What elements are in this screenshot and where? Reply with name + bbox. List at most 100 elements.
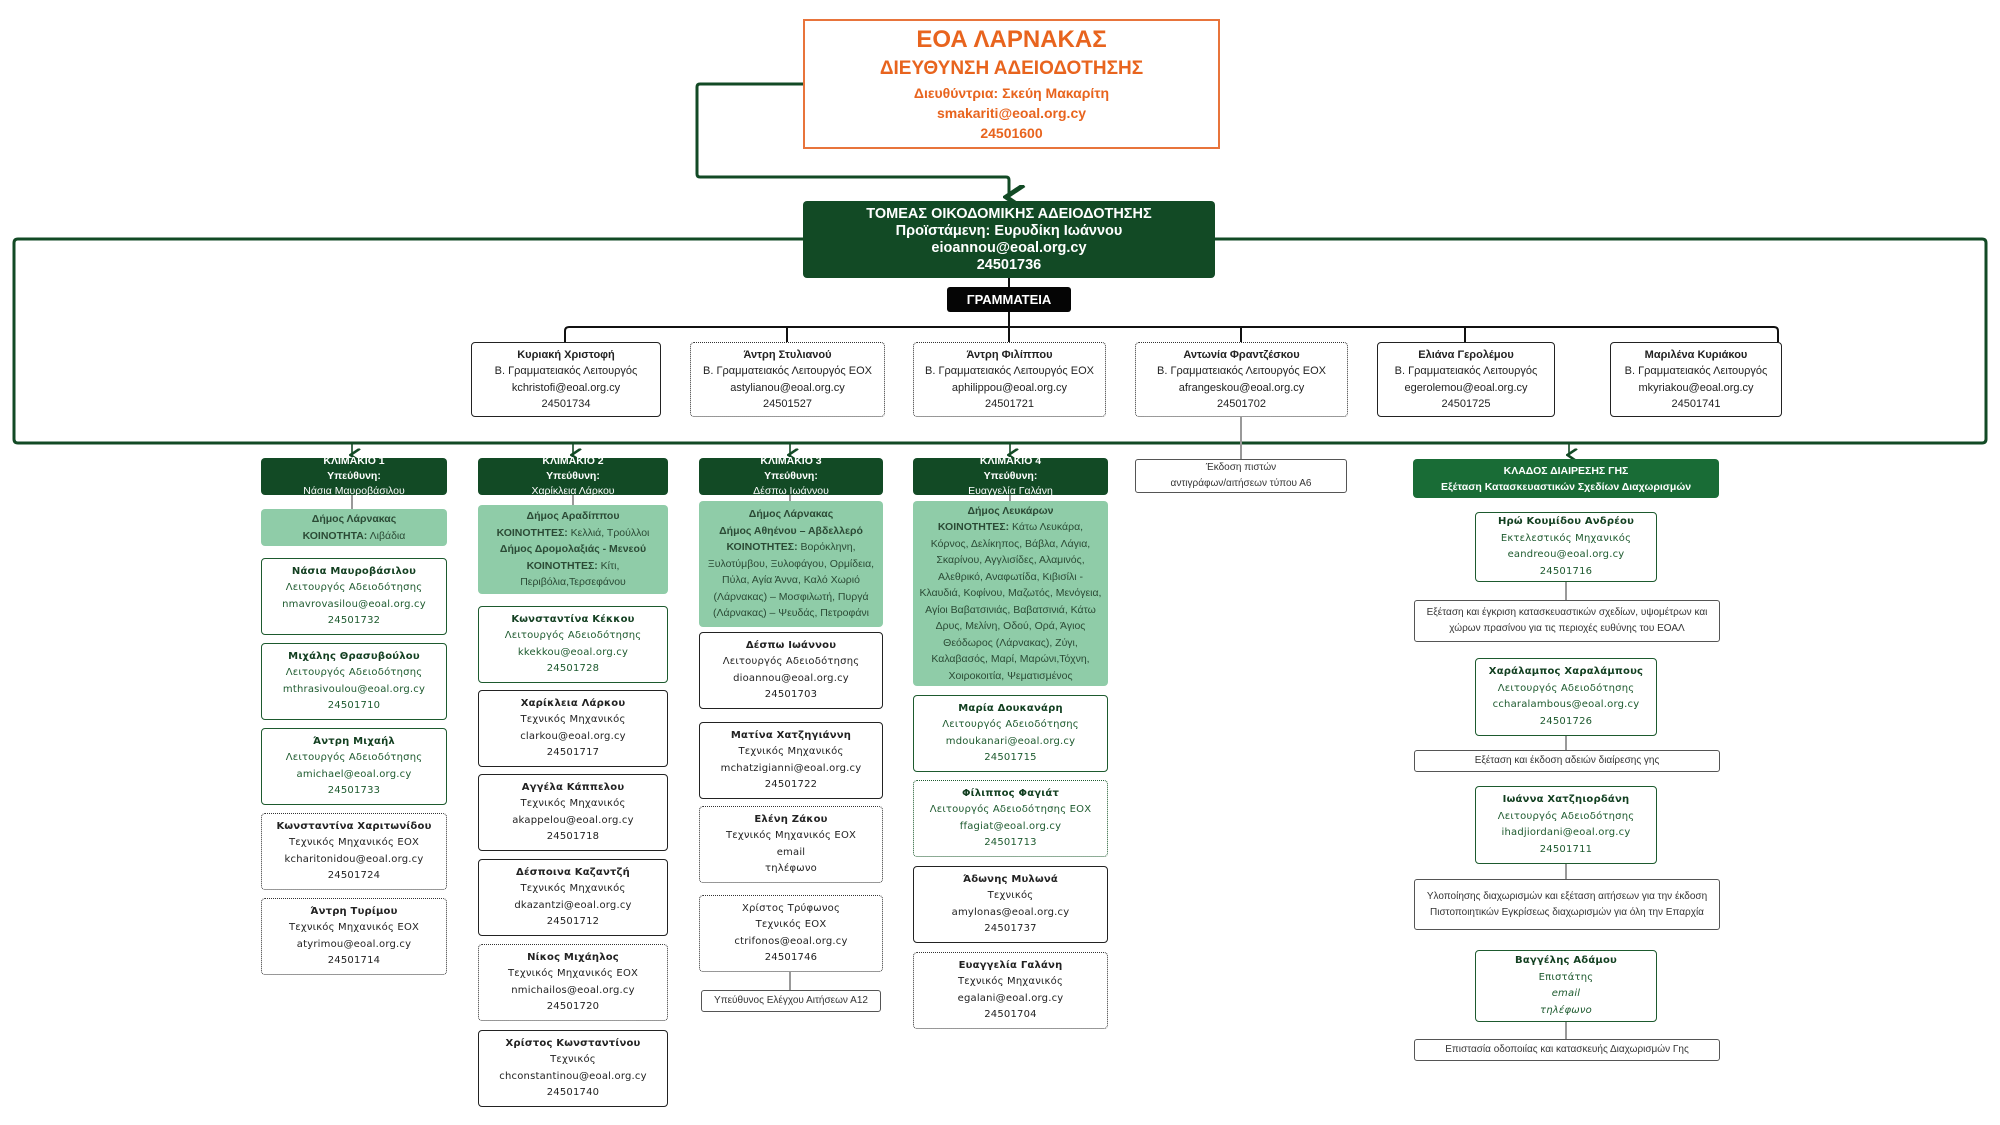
staff-email[interactable]: mthrasivoulou@eoal.org.cy xyxy=(282,683,426,695)
staff-name: Κωνσταντίνα Χαριτωνίδου xyxy=(276,820,432,832)
area-line: ΚΟΙΝΟΤΗΤΕΣ: Κίτι, xyxy=(527,558,620,575)
staff-phone: 24501733 xyxy=(327,785,381,796)
klimakio-responsible: Υπεύθυνη: Ευαγγελία Γαλάνη xyxy=(968,469,1053,499)
sector-email[interactable]: eioannou@eoal.org.cy xyxy=(931,239,1087,256)
staff-email[interactable]: mdoukanari@eoal.org.cy xyxy=(945,735,1076,747)
staff-phone: 24501724 xyxy=(327,870,381,881)
staff-email[interactable]: clarkou@eoal.org.cy xyxy=(520,730,626,742)
responsible-name: Νάσια Μαυροβάσιλου xyxy=(303,485,405,497)
area-line: Χοιροκοιτία, Ψεματισμένος xyxy=(948,668,1072,685)
staff-role: Λειτουργός Αδειοδότησης xyxy=(285,752,423,763)
staff-email[interactable]: kkekkou@eoal.org.cy xyxy=(517,646,629,658)
responsible-label: Υπεύθυνη: xyxy=(764,470,818,482)
director-email[interactable]: smakariti@eoal.org.cy xyxy=(936,105,1087,121)
staff-email[interactable]: astylianou@eoal.org.cy xyxy=(730,381,845,394)
secretariat-label: ΓΡΑΜΜΑΤΕΙΑ xyxy=(947,287,1071,312)
klimakio-title: ΚΛΙΜΑΚΙΟ 1 xyxy=(323,455,385,467)
area-line: Αγίοι Βαβατσινιάς, Βαβατσινιά, Κάτω xyxy=(925,602,1096,619)
staff-name: Ελιάνα Γερολέμου xyxy=(1418,348,1514,361)
staff-email[interactable]: dioannou@eoal.org.cy xyxy=(733,672,849,684)
staff-phone: 24501720 xyxy=(546,1001,600,1012)
staff-name: Χαρίκλεια Λάρκου xyxy=(520,697,626,709)
staff-name: Μαριλένα Κυριάκου xyxy=(1644,348,1748,361)
staff-email[interactable]: egerolemou@eoal.org.cy xyxy=(1404,381,1528,394)
staff-phone: 24501712 xyxy=(546,916,600,927)
staff-name: Μαρία Δουκανάρη xyxy=(958,702,1063,714)
duty-text: Επιστασία οδοποιίας και κατασκευής Διαχω… xyxy=(1445,1044,1689,1055)
staff-role: Τεχνικός Μηχανικός xyxy=(520,883,626,894)
klados-header: ΚΛΑΔΟΣ ΔΙΑΙΡΕΣΗΣ ΓΗΣ Εξέταση Κατασκευαστ… xyxy=(1413,459,1719,498)
staff-email[interactable]: amylonas@eoal.org.cy xyxy=(951,906,1070,918)
klimakio-title: ΚΛΙΜΑΚΙΟ 4 xyxy=(979,455,1042,467)
staff-email[interactable]: egalani@eoal.org.cy xyxy=(957,992,1064,1004)
directorate-box: ΕΟΑ ΛΑΡΝΑΚΑΣ ΔΙΕΥΘΥΝΣΗ ΑΔΕΙΟΔΟΤΗΣΗΣ Διευ… xyxy=(803,19,1220,149)
staff-email[interactable]: mchatzigianni@eoal.org.cy xyxy=(720,762,862,774)
staff-email[interactable]: akappelou@eoal.org.cy xyxy=(512,814,634,826)
area-line: Δήμος Αθηένου – Αβδελλερό xyxy=(719,523,863,540)
staff-email[interactable]: kchristofi@eoal.org.cy xyxy=(511,381,621,394)
area-line-bold: ΚΟΙΝΟΤΗΤΕΣ: xyxy=(937,521,1010,534)
sector-phone: 24501736 xyxy=(976,256,1042,273)
staff-role: Λειτουργός Αδειοδότησης ΕΟΧ xyxy=(929,804,1092,815)
area-line: Κλαυδιά, Κοφίνου, Μαζωτός, Μενόγεια, xyxy=(920,585,1102,602)
staff-email[interactable]: mkyriakou@eoal.org.cy xyxy=(1638,381,1754,394)
klados-duty-note: Υλοποίησης διαχωρισμών και εξέταση αιτήσ… xyxy=(1414,879,1720,930)
staff-role: Λειτουργός Αδειοδότησης xyxy=(1497,810,1635,822)
staff-email[interactable]: eandreou@eoal.org.cy xyxy=(1507,549,1625,560)
staff-phone: 24501711 xyxy=(1539,843,1593,855)
area-line-text: (Λάρνακας) – Μοσφιλωτή, Πυργά xyxy=(713,590,869,603)
area-line-text: Αγίοι Βαβατσινιάς, Βαβατσινιά, Κάτω xyxy=(925,603,1096,616)
staff-phone: 24501732 xyxy=(327,615,381,626)
staff-email[interactable]: chconstantinou@eoal.org.cy xyxy=(499,1070,647,1082)
area-line: Ξυλοτύμβου, Ξυλοφάγου, Ορμίδεια, xyxy=(708,556,874,573)
a6-note: Έκδοση πιστών αντιγράφων/αιτήσεων τύπου … xyxy=(1135,459,1347,493)
staff-role: Β. Γραμματειακός Λειτουργός ΕΟΧ xyxy=(1157,365,1326,377)
area-line-text: Κίτι, xyxy=(597,559,620,572)
staff-name: Δέσποινα Καζαντζή xyxy=(516,866,630,878)
staff-role: Λειτουργός Αδειοδότησης xyxy=(504,630,642,641)
area-line: Δρυς, Μελίνη, Οδού, Ορά, Άγιος xyxy=(936,618,1086,635)
staff-phone: τηλέφωνο xyxy=(1540,1004,1592,1016)
staff-role: Τεχνικός Μηχανικός ΕΟΧ xyxy=(288,922,420,933)
a6-note-line1: Έκδοση πιστών xyxy=(1205,462,1277,473)
staff-email[interactable]: atyrimou@eoal.org.cy xyxy=(296,938,412,950)
staff-phone: 24501725 xyxy=(1441,398,1491,410)
staff-email[interactable]: nmichailos@eoal.org.cy xyxy=(511,984,635,996)
area-line: Δήμος Λάρνακας xyxy=(749,506,833,523)
staff-email[interactable]: email xyxy=(776,846,806,858)
area-line: Κόρνος, Δελίκηπος, Βάβλα, Λάγια, xyxy=(931,536,1090,553)
staff-email[interactable]: dkazantzi@eoal.org.cy xyxy=(514,899,632,911)
area-line-text: Αλεθρικό, Αναφωτίδα, Κιβισίλι - xyxy=(937,570,1084,583)
area-line-bold: Δήμος Αθηένου – Αβδελλερό xyxy=(719,524,863,537)
staff-email[interactable]: amichael@eoal.org.cy xyxy=(296,768,412,780)
staff-email[interactable]: kcharitonidou@eoal.org.cy xyxy=(284,853,424,865)
responsible-name: Δέσπω Ιωάννου xyxy=(753,485,829,497)
area-line: ΚΟΙΝΟΤΗΤΕΣ: Βορόκληνη, xyxy=(726,539,855,556)
klados-duty-note: Επιστασία οδοποιίας και κατασκευής Διαχω… xyxy=(1414,1039,1720,1061)
staff-email[interactable]: ihadjiordani@eoal.org.cy xyxy=(1501,827,1631,838)
staff-name: Αγγέλα Κάππελου xyxy=(521,781,625,793)
staff-phone: 24501710 xyxy=(327,700,381,711)
staff-email[interactable]: email xyxy=(1551,988,1581,999)
area-line-bold: Δήμος Αραδίππου xyxy=(526,510,620,523)
staff-email[interactable]: ctrifonos@eoal.org.cy xyxy=(734,935,848,947)
staff-email[interactable]: nmavrovasilou@eoal.org.cy xyxy=(282,598,426,610)
staff-phone: 24501717 xyxy=(546,747,600,758)
staff-email[interactable]: afrangeskou@eoal.org.cy xyxy=(1178,381,1305,394)
staff-email[interactable]: ccharalambous@eoal.org.cy xyxy=(1492,699,1640,710)
area-line-text: Περιβόλια,Τερσεφάνου xyxy=(520,576,626,589)
staff-email[interactable]: aphilippou@eoal.org.cy xyxy=(951,381,1068,394)
staff-role: Τεχνικός Μηχανικός xyxy=(738,746,844,757)
staff-email[interactable]: ffagiat@eoal.org.cy xyxy=(959,820,1062,832)
